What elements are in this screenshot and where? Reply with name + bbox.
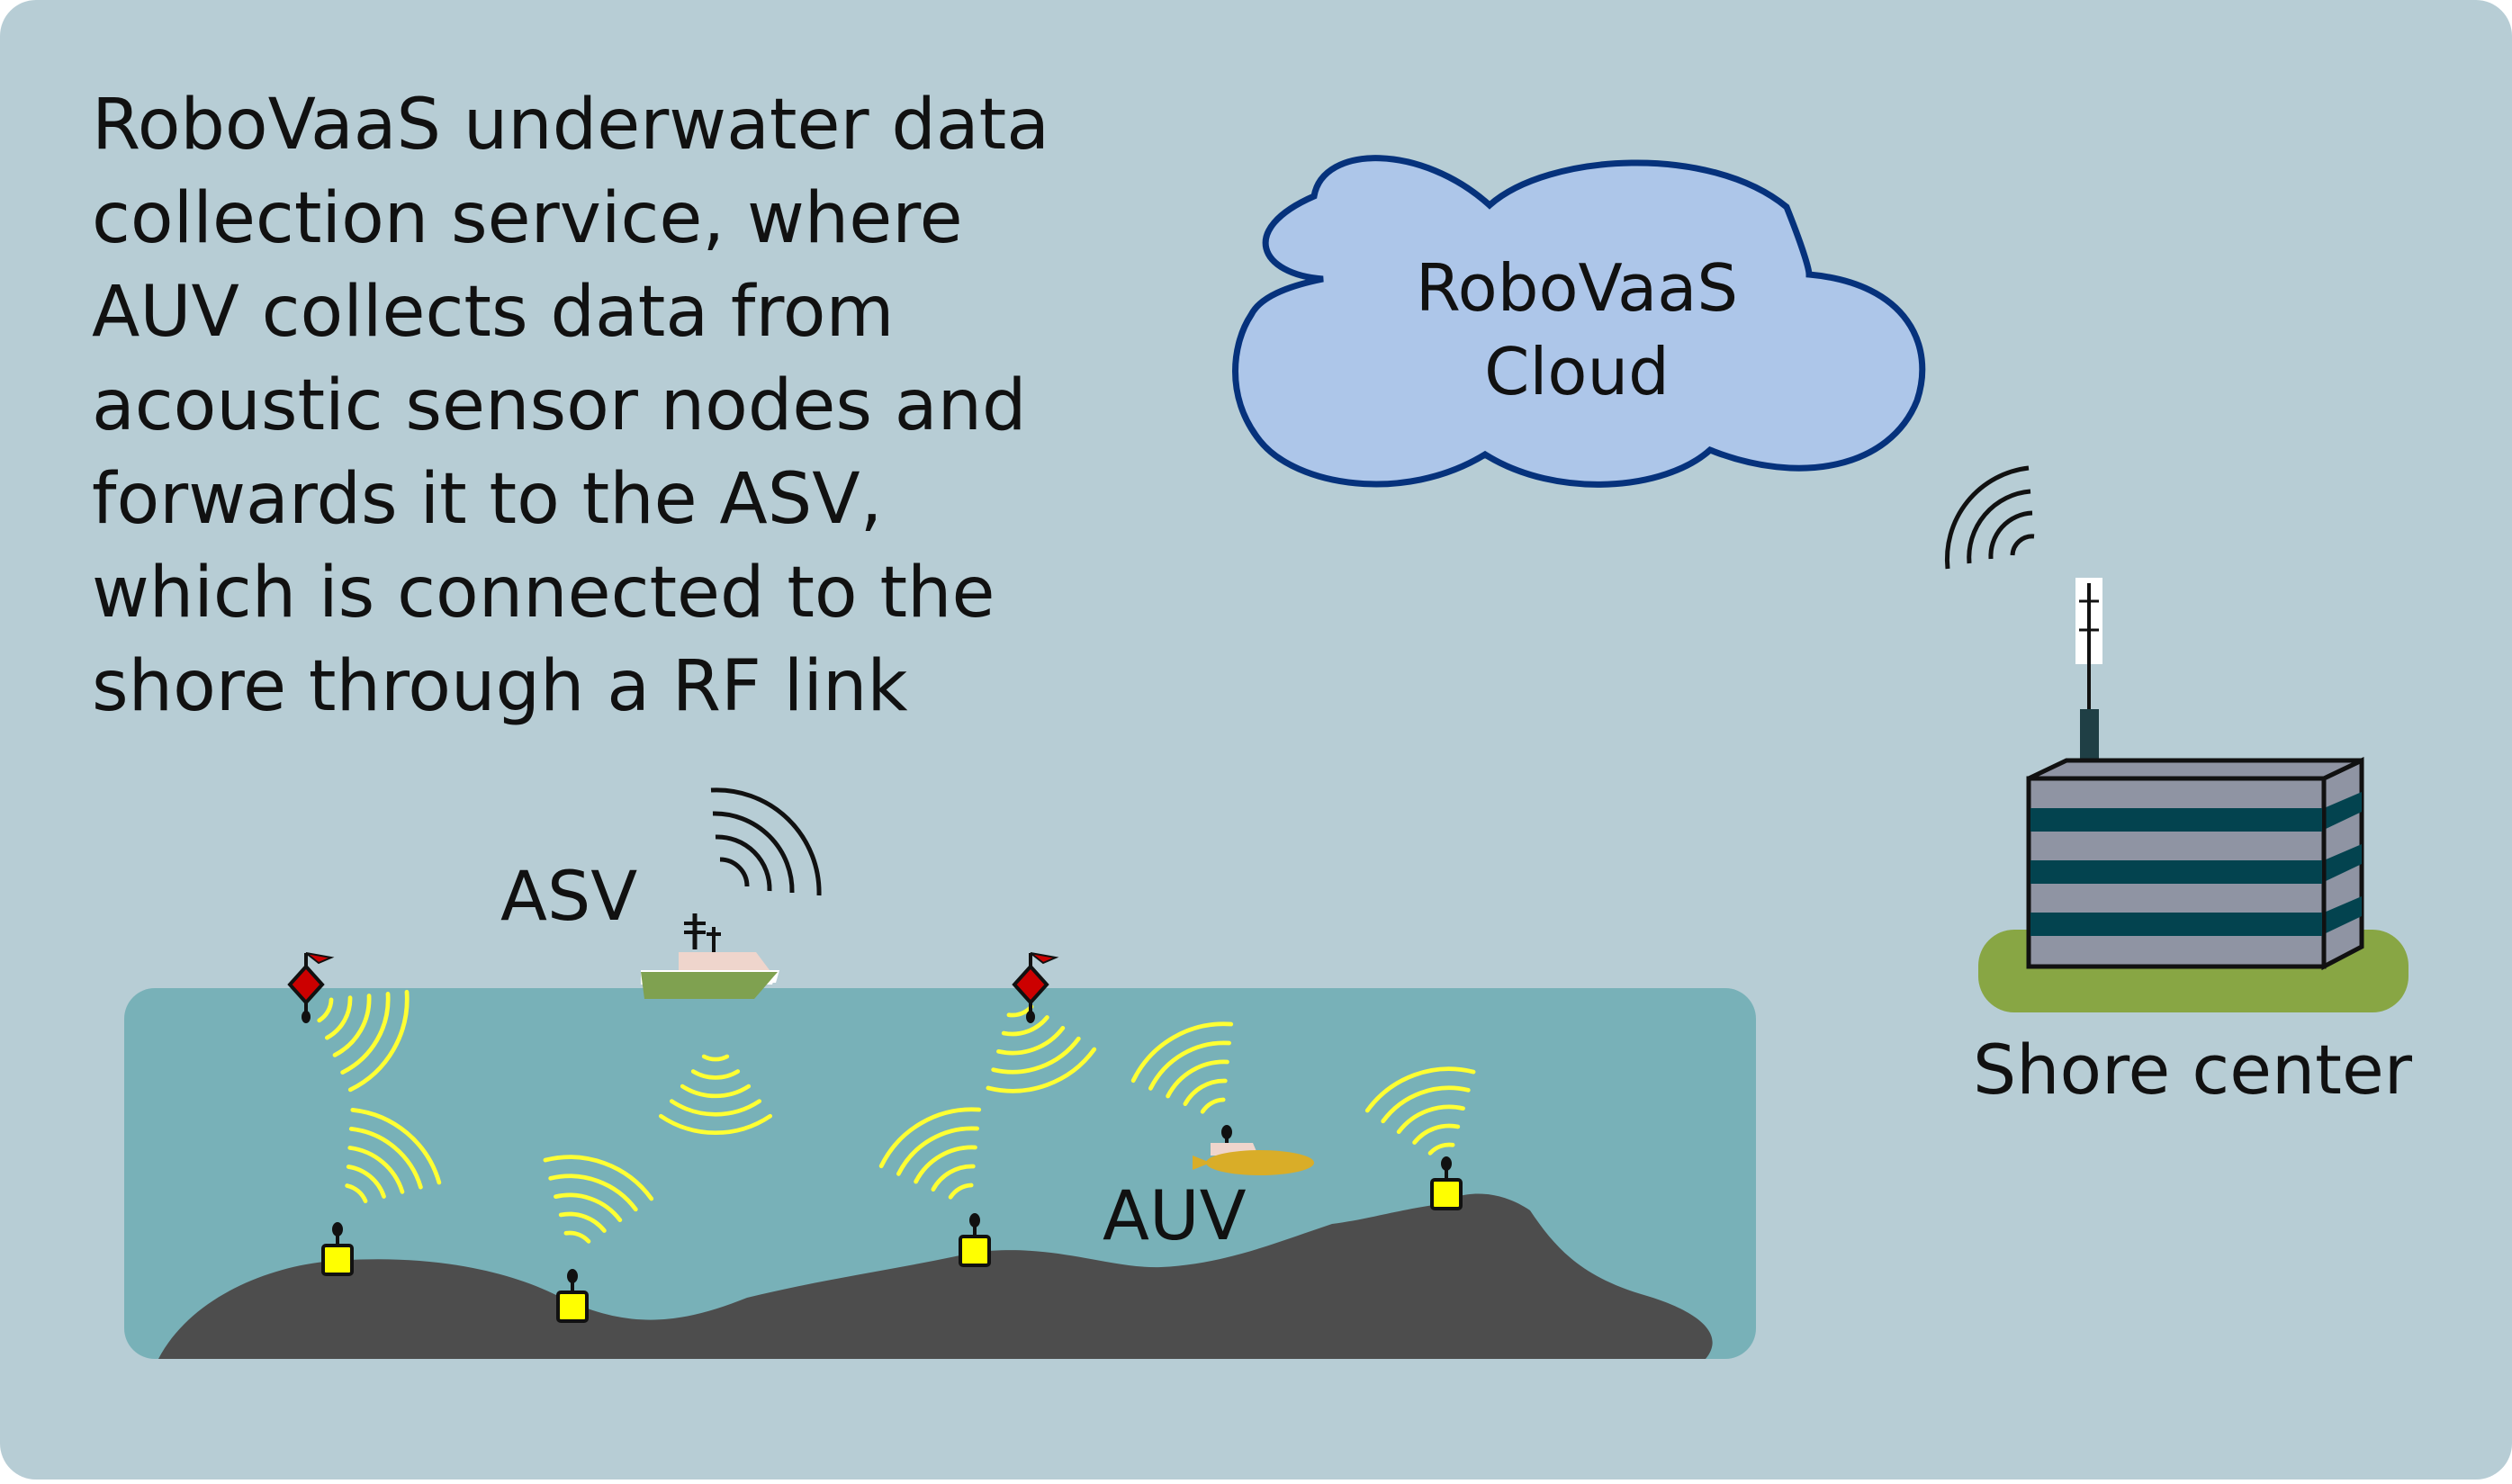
boat-icon [641, 913, 779, 999]
description-line: AUV collects data from [92, 272, 894, 353]
description-line: RoboVaaS underwater data [92, 85, 1049, 166]
submarine-icon [1193, 1125, 1314, 1175]
description-line: shore through a RF link [92, 646, 908, 727]
auv-label: AUV [1103, 1175, 1247, 1255]
description-line: acoustic sensor nodes and [92, 365, 1027, 446]
description-text: RoboVaaS underwater data collection serv… [92, 85, 1049, 727]
cloud-icon: RoboVaaS Cloud [1232, 155, 1926, 488]
rf-wave-icon [710, 787, 822, 896]
rf-wave-icon [1944, 465, 2035, 570]
description-line: which is connected to the [92, 553, 995, 634]
seabed [158, 1193, 1713, 1359]
antenna-icon [2075, 578, 2102, 772]
building-icon [2026, 757, 2364, 971]
cloud-label-line1: RoboVaaS [1416, 250, 1738, 326]
cloud-label-line2: Cloud [1484, 334, 1670, 409]
shore-center-label: Shore center [1973, 1030, 2413, 1110]
description-line: collection service, where [92, 178, 963, 259]
description-line: forwards it to the ASV, [92, 459, 882, 540]
shore-center: Shore center [1973, 578, 2413, 1110]
asv-label: ASV [500, 856, 637, 936]
